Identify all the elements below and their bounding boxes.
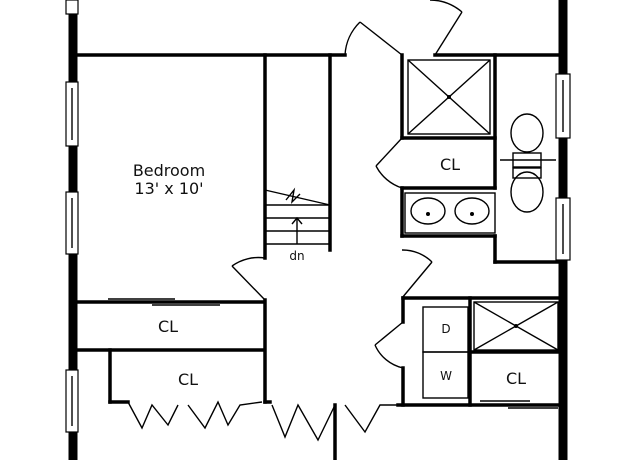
vanity: [404, 192, 496, 234]
stairs: [264, 187, 331, 245]
sink-right: [454, 197, 490, 225]
toilet-bottom: [510, 171, 544, 213]
tub: [473, 301, 559, 351]
dryer-label: D: [441, 322, 450, 336]
doors: [108, 0, 558, 442]
sink-left: [410, 197, 446, 225]
bedroom-name-label: Bedroom: [133, 161, 205, 180]
windows: [65, 0, 571, 433]
toilet-top: [510, 113, 544, 153]
shower: [407, 59, 491, 135]
fixtures: [404, 59, 559, 399]
bedroom-size-label: 13' x 10': [134, 179, 203, 198]
closet-laundry-label: CL: [506, 369, 526, 388]
washer: [422, 351, 469, 399]
stairs-down-label: dn: [289, 249, 304, 263]
interior-walls: [76, 53, 560, 460]
closet-bedroom-label-1: CL: [158, 317, 178, 336]
closet-bedroom-label-2: CL: [178, 370, 198, 389]
closet-bath-label: CL: [440, 155, 460, 174]
washer-label: W: [440, 369, 452, 383]
